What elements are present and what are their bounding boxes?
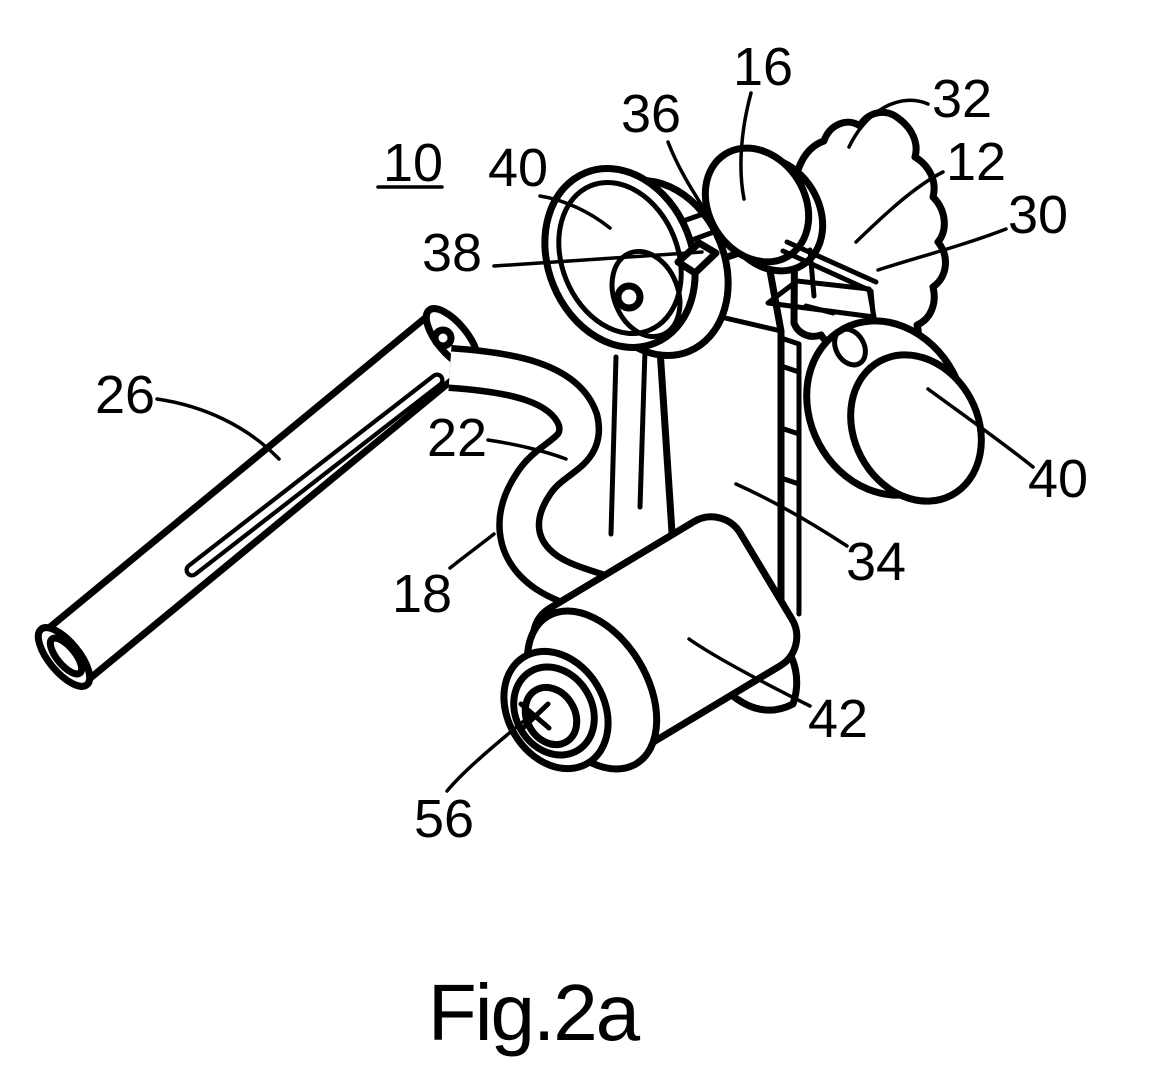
channel-30 bbox=[765, 239, 879, 368]
pivot-hole bbox=[431, 326, 455, 350]
ref-label-16: 16 bbox=[733, 37, 793, 97]
ref-label-40-lower-right: 40 bbox=[1028, 449, 1088, 509]
ref-label-56: 56 bbox=[414, 789, 474, 849]
leader-lines bbox=[155, 91, 1035, 793]
ref-label-10: 10 bbox=[383, 133, 443, 193]
ref-label-30: 30 bbox=[1008, 185, 1068, 245]
disc-16 bbox=[701, 144, 827, 275]
roller-42 bbox=[500, 513, 801, 773]
support-strips bbox=[608, 347, 648, 537]
ref-label-26: 26 bbox=[95, 365, 155, 425]
ref-label-36: 36 bbox=[621, 84, 681, 144]
ref-label-32: 32 bbox=[932, 69, 992, 129]
key-36 bbox=[674, 239, 720, 277]
figure-caption: Fig.2a bbox=[428, 968, 641, 1057]
ref-label-42: 42 bbox=[808, 689, 868, 749]
ref-label-22: 22 bbox=[427, 408, 487, 468]
ref-label-18: 18 bbox=[392, 564, 452, 624]
slotted-tube-26 bbox=[34, 305, 482, 690]
ref-label-12: 12 bbox=[946, 132, 1006, 192]
phillips-cross-56 bbox=[518, 701, 552, 731]
reference-numerals: 10 40 38 36 16 32 12 30 26 22 18 34 40 4… bbox=[95, 37, 1088, 849]
ref-label-40-upper-left: 40 bbox=[488, 138, 548, 198]
pulley-hole bbox=[614, 282, 644, 312]
ref-label-38: 38 bbox=[422, 223, 482, 283]
ref-label-34: 34 bbox=[846, 532, 906, 592]
bracket-hole bbox=[832, 326, 868, 368]
z-arm bbox=[448, 345, 666, 638]
